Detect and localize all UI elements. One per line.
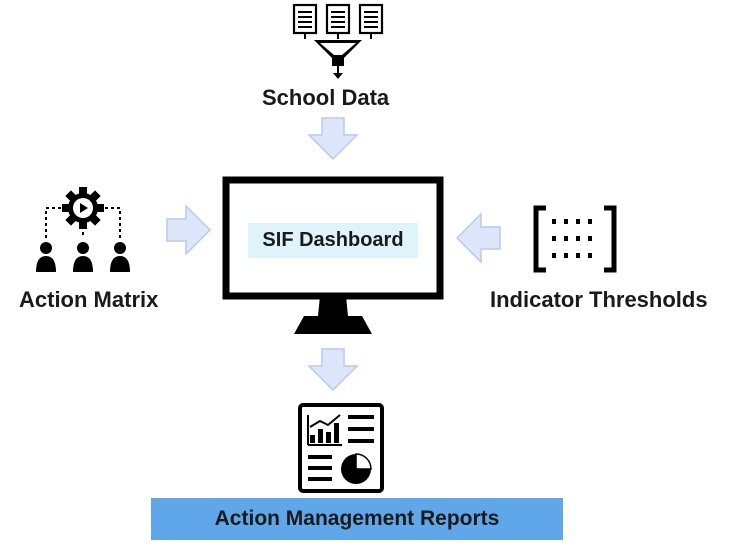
gear-play-people-icon [36, 187, 130, 272]
school-data-label: School Data [262, 85, 390, 110]
matrix-brackets-icon [533, 205, 617, 273]
report-chart-icon [298, 403, 384, 493]
arrow-down-icon [307, 348, 359, 392]
sif-dashboard-title: SIF Dashboard [248, 223, 418, 258]
arrow-left-icon [455, 212, 501, 264]
arrow-right-icon [166, 204, 212, 256]
action-management-reports-bar: Action Management Reports [151, 498, 563, 540]
arrow-down-icon [307, 117, 359, 161]
action-matrix-label: Action Matrix [19, 287, 159, 312]
documents-funnel-icon [292, 3, 384, 79]
indicator-thresholds-label: Indicator Thresholds [490, 287, 708, 312]
